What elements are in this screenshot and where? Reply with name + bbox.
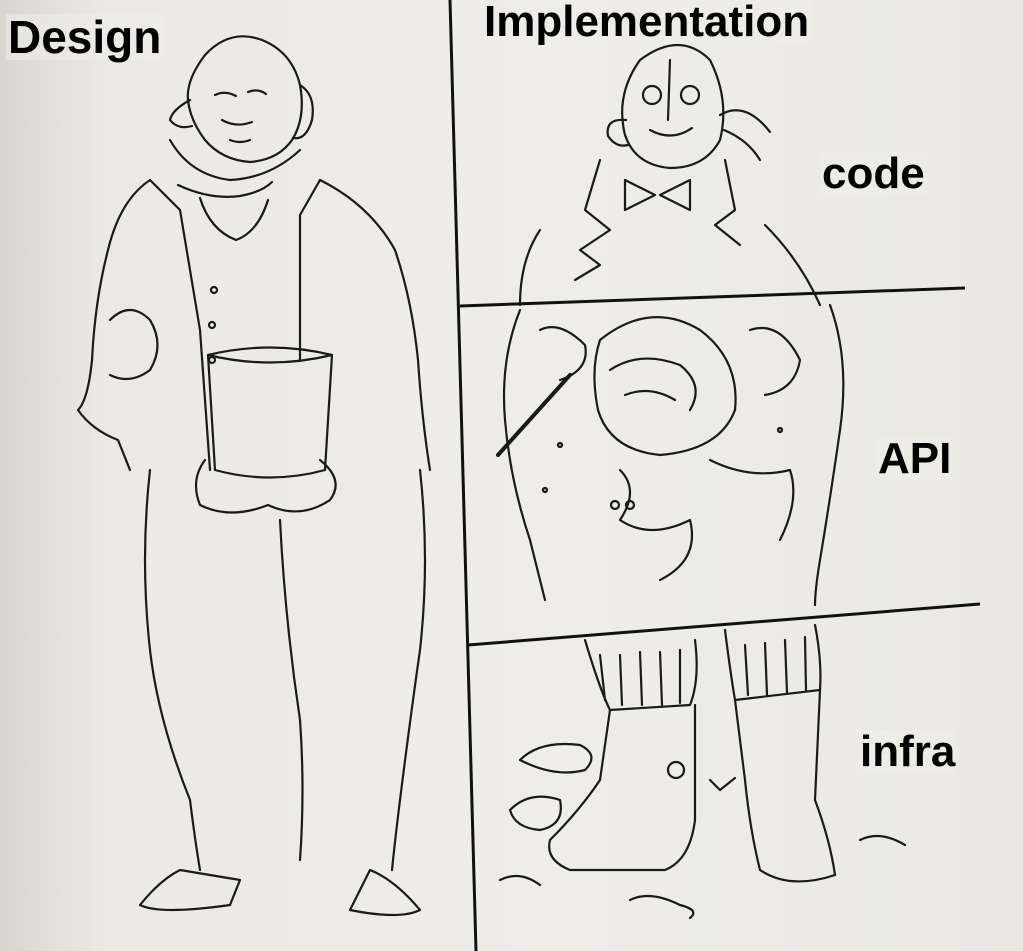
api-label: API [876, 434, 954, 483]
implementation-figure [496, 43, 907, 920]
design-gentleman-figure [76, 35, 432, 917]
divider-api-infra [467, 602, 981, 647]
divider-code-api [459, 286, 966, 308]
implementation-label: Implementation [482, 0, 812, 46]
code-label: code [820, 149, 927, 198]
design-label: Design [6, 11, 164, 63]
infra-label: infra [858, 727, 958, 776]
vertical-divider [448, 0, 478, 951]
